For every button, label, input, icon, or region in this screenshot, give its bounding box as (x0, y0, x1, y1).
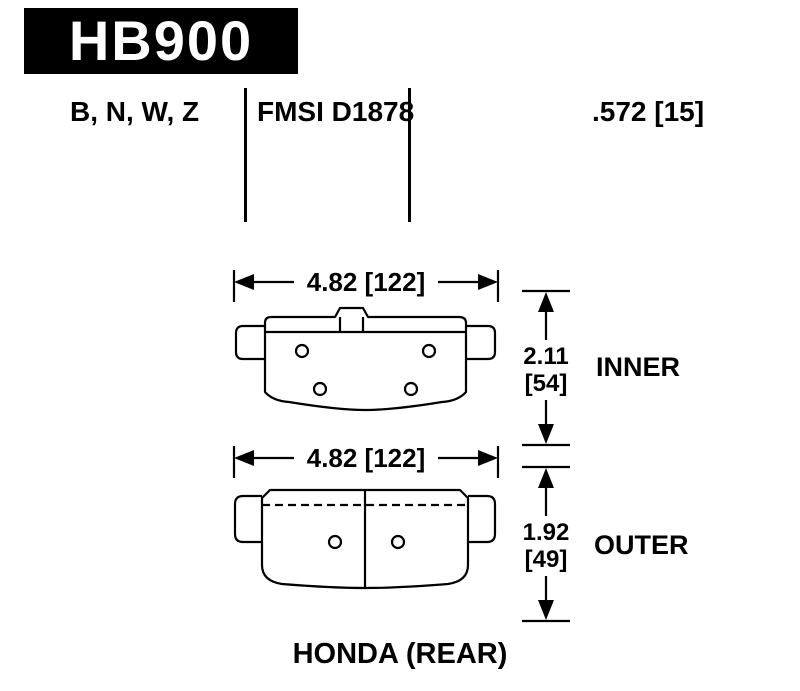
fmsi-number: FMSI D1878 (257, 96, 415, 127)
outer-pad-drawing (233, 488, 497, 590)
outer-width-value: 4.82 [122] (307, 443, 426, 473)
inner-pad-left-ear (234, 324, 265, 361)
inner-pad-drawing (234, 306, 497, 412)
right-arrow-icon (478, 450, 498, 466)
inner-pad-outline (263, 306, 468, 412)
down-arrow-icon (538, 424, 554, 444)
inner-height-bracket: [54] (525, 370, 568, 397)
pad-thickness: .572 [15] (592, 96, 705, 127)
compound-codes: B, N, W, Z (70, 96, 200, 127)
outer-height-value: 1.92 (523, 519, 570, 546)
outer-width-dimension: 4.82 [122] (232, 443, 500, 478)
part-number-box: HB900 (24, 8, 298, 74)
rivet-hole (327, 534, 343, 550)
down-arrow-icon (538, 600, 554, 620)
header-divider (408, 88, 411, 222)
rivet-hole (294, 343, 310, 359)
inner-width-dimension: 4.82 [122] (232, 267, 500, 302)
header-divider (244, 88, 247, 222)
rivet-hole (312, 381, 328, 397)
left-arrow-icon (234, 274, 254, 290)
part-number: HB900 (68, 9, 254, 72)
rivet-hole (421, 343, 437, 359)
outer-pad-label: OUTER (594, 530, 689, 560)
outer-height-dimension: 1.92 [49] (522, 465, 570, 623)
rivet-hole (403, 381, 419, 397)
inner-pad-label: INNER (596, 352, 681, 382)
right-arrow-icon (478, 274, 498, 290)
outer-pad-right-ear (468, 494, 497, 544)
inner-pad-right-ear (466, 324, 497, 361)
outer-pad-outline (260, 488, 470, 590)
up-arrow-icon (538, 292, 554, 312)
up-arrow-icon (538, 468, 554, 488)
left-arrow-icon (234, 450, 254, 466)
inner-height-dimension: 2.11 [54] (522, 289, 570, 447)
vehicle-application: HONDA (REAR) (292, 638, 508, 670)
inner-height-value: 2.11 (523, 343, 568, 370)
outer-pad-left-ear (233, 494, 262, 544)
rivet-hole (390, 534, 406, 550)
outer-height-bracket: [49] (525, 546, 568, 573)
inner-width-value: 4.82 [122] (307, 267, 426, 297)
